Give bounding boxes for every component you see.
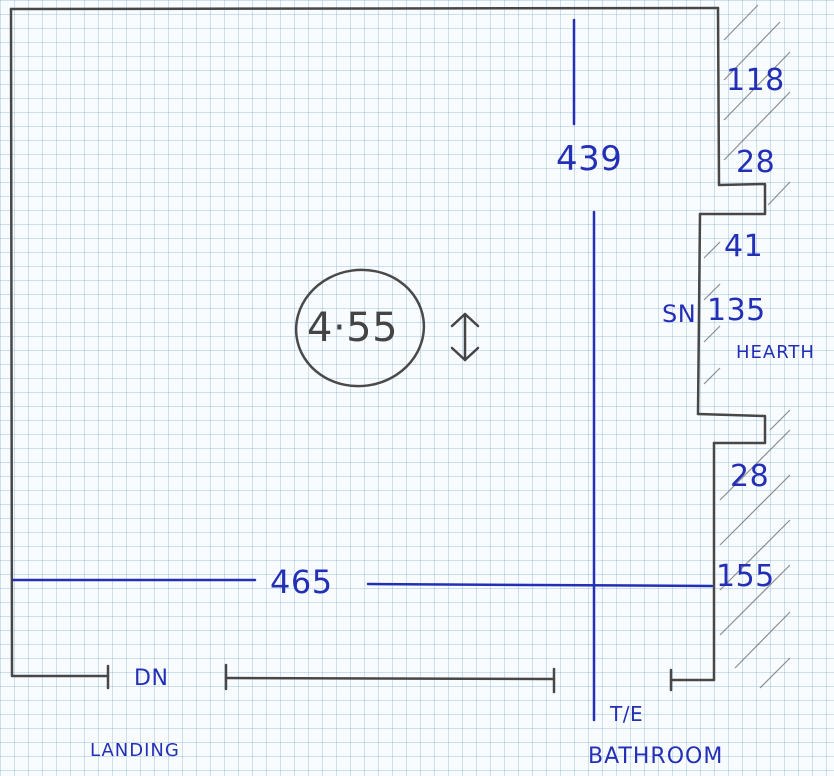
chimney-bottom-step [696,412,767,445]
room-outline-right-upper [716,6,721,187]
chimney-top-step [698,182,767,216]
dimension-label-465: 465 [270,563,333,601]
room-label-bathroom: BATHROOM [588,744,724,769]
wall-label-118: 118 [726,63,785,98]
room-outline-right-lower [669,441,716,682]
wall-label-41: 41 [724,229,764,264]
label-sn: SN [662,300,697,328]
dimension-label-439: 439 [556,139,623,179]
wall-label-135: 135 [707,293,766,328]
wall-label-28-top: 28 [736,145,776,180]
double-arrow-vertical-icon [450,312,480,362]
wall-label-155: 155 [716,559,775,594]
room-outline-top [9,6,720,11]
room-label-landing: LANDING [90,740,180,761]
wall-hatching [703,4,791,689]
bottom-wall-right [224,676,556,681]
chimney-breast-face [696,212,702,416]
room-outline-left [9,7,14,677]
circled-value-ring [294,268,426,388]
wall-label-28-bottom: 28 [730,459,770,494]
door-label: DN [134,666,169,691]
label-hearth: HEARTH [736,342,815,363]
room-label-to: T/E [610,702,644,726]
circled-value-label: 4·55 [307,305,399,351]
dimension-line-465-right [366,582,714,588]
